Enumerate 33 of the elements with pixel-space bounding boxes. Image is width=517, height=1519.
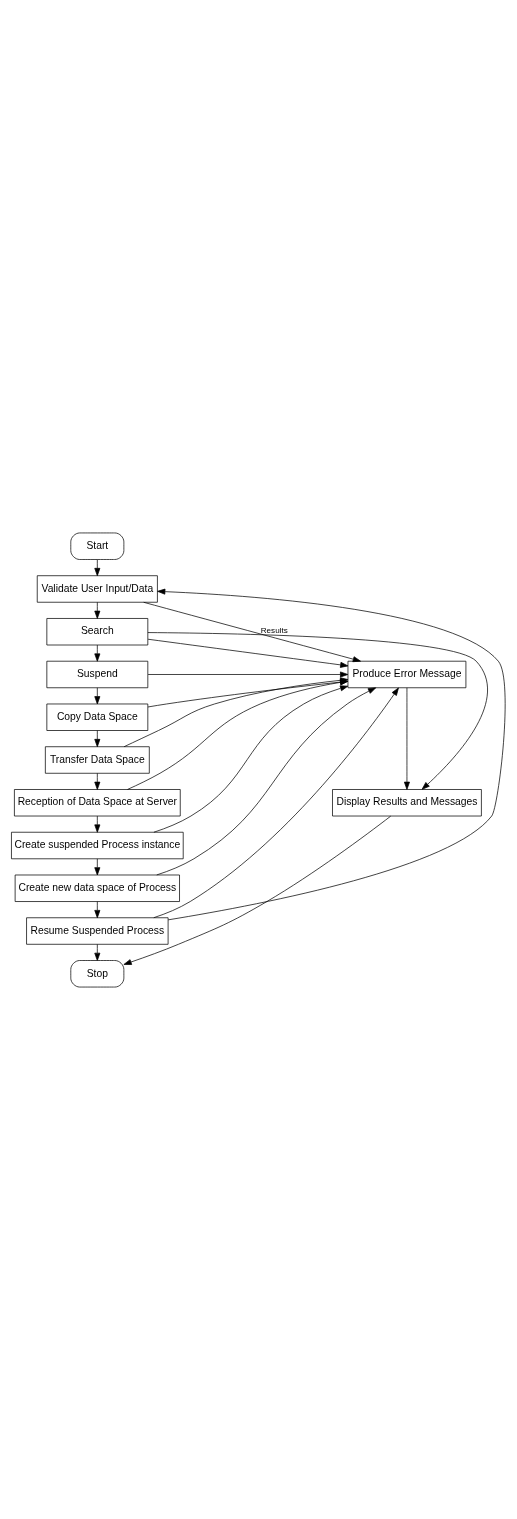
arrow <box>147 631 488 790</box>
arrow <box>404 686 410 790</box>
arrow <box>94 772 101 790</box>
arrow <box>147 638 349 668</box>
node-box: Suspend <box>46 660 149 688</box>
node-box: Produce Error Message <box>347 660 467 688</box>
node-box: Search <box>46 617 149 645</box>
arrow <box>94 644 101 662</box>
arrow <box>94 729 101 747</box>
arrow <box>153 684 349 833</box>
node-box: Stop <box>70 959 125 987</box>
node-box: Display Results and Messages <box>332 788 482 816</box>
arrow <box>123 815 392 965</box>
arrow <box>94 815 101 833</box>
arrow <box>94 900 101 918</box>
arrow <box>147 671 349 677</box>
node-box: Create suspended Process instance <box>11 831 184 859</box>
node-box: Create new data space of Process <box>14 874 180 902</box>
arrow <box>94 858 101 875</box>
node-box: Copy Data Space <box>46 703 149 731</box>
arrow <box>94 601 101 619</box>
node-box: Validate User Input/Data <box>36 574 158 603</box>
node-box: Reception of Data Space at Server <box>14 788 181 816</box>
arrow <box>94 558 101 576</box>
arrow <box>153 687 399 918</box>
arrow <box>157 588 506 920</box>
edge-label: Results <box>260 625 288 635</box>
arrow <box>94 943 101 961</box>
node-box: Resume Suspended Process <box>26 916 169 945</box>
node-box: Start <box>70 532 125 560</box>
arrow <box>143 601 361 662</box>
node-box: Transfer Data Space <box>45 745 150 774</box>
arrow <box>94 686 101 704</box>
